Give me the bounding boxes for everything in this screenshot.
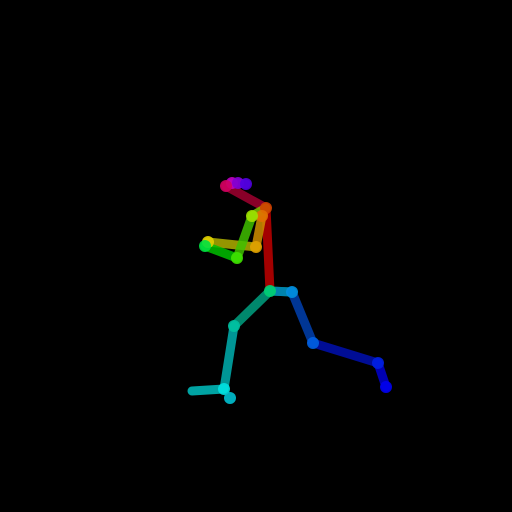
joint-left-shoulder bbox=[246, 210, 258, 222]
limb-left-shin bbox=[308, 338, 383, 368]
limb-right-shin bbox=[219, 321, 239, 394]
joint-left-ankle bbox=[372, 357, 384, 369]
joint-left-wrist bbox=[199, 240, 211, 252]
joint-ear bbox=[220, 180, 232, 192]
limb-right-forearm bbox=[203, 237, 261, 252]
joint-right-shoulder bbox=[256, 210, 268, 222]
joint-left-elbow bbox=[231, 252, 243, 264]
joint-left-knee bbox=[307, 337, 319, 349]
joint-right-elbow bbox=[250, 241, 262, 253]
limb-head-neck bbox=[221, 181, 271, 213]
joint-group bbox=[199, 177, 392, 404]
joint-right-heel bbox=[224, 392, 236, 404]
limb-left-thigh bbox=[287, 287, 318, 348]
limb-right-thigh bbox=[229, 286, 275, 331]
joint-right-ankle bbox=[218, 383, 230, 395]
joint-right-knee bbox=[228, 320, 240, 332]
joint-left-heel bbox=[380, 381, 392, 393]
joint-right-hip bbox=[264, 285, 276, 297]
limb-torso-upper bbox=[261, 203, 275, 296]
joint-right-eye bbox=[240, 178, 252, 190]
joint-left-hip bbox=[286, 286, 298, 298]
limb-left-upper-arm bbox=[232, 211, 257, 263]
